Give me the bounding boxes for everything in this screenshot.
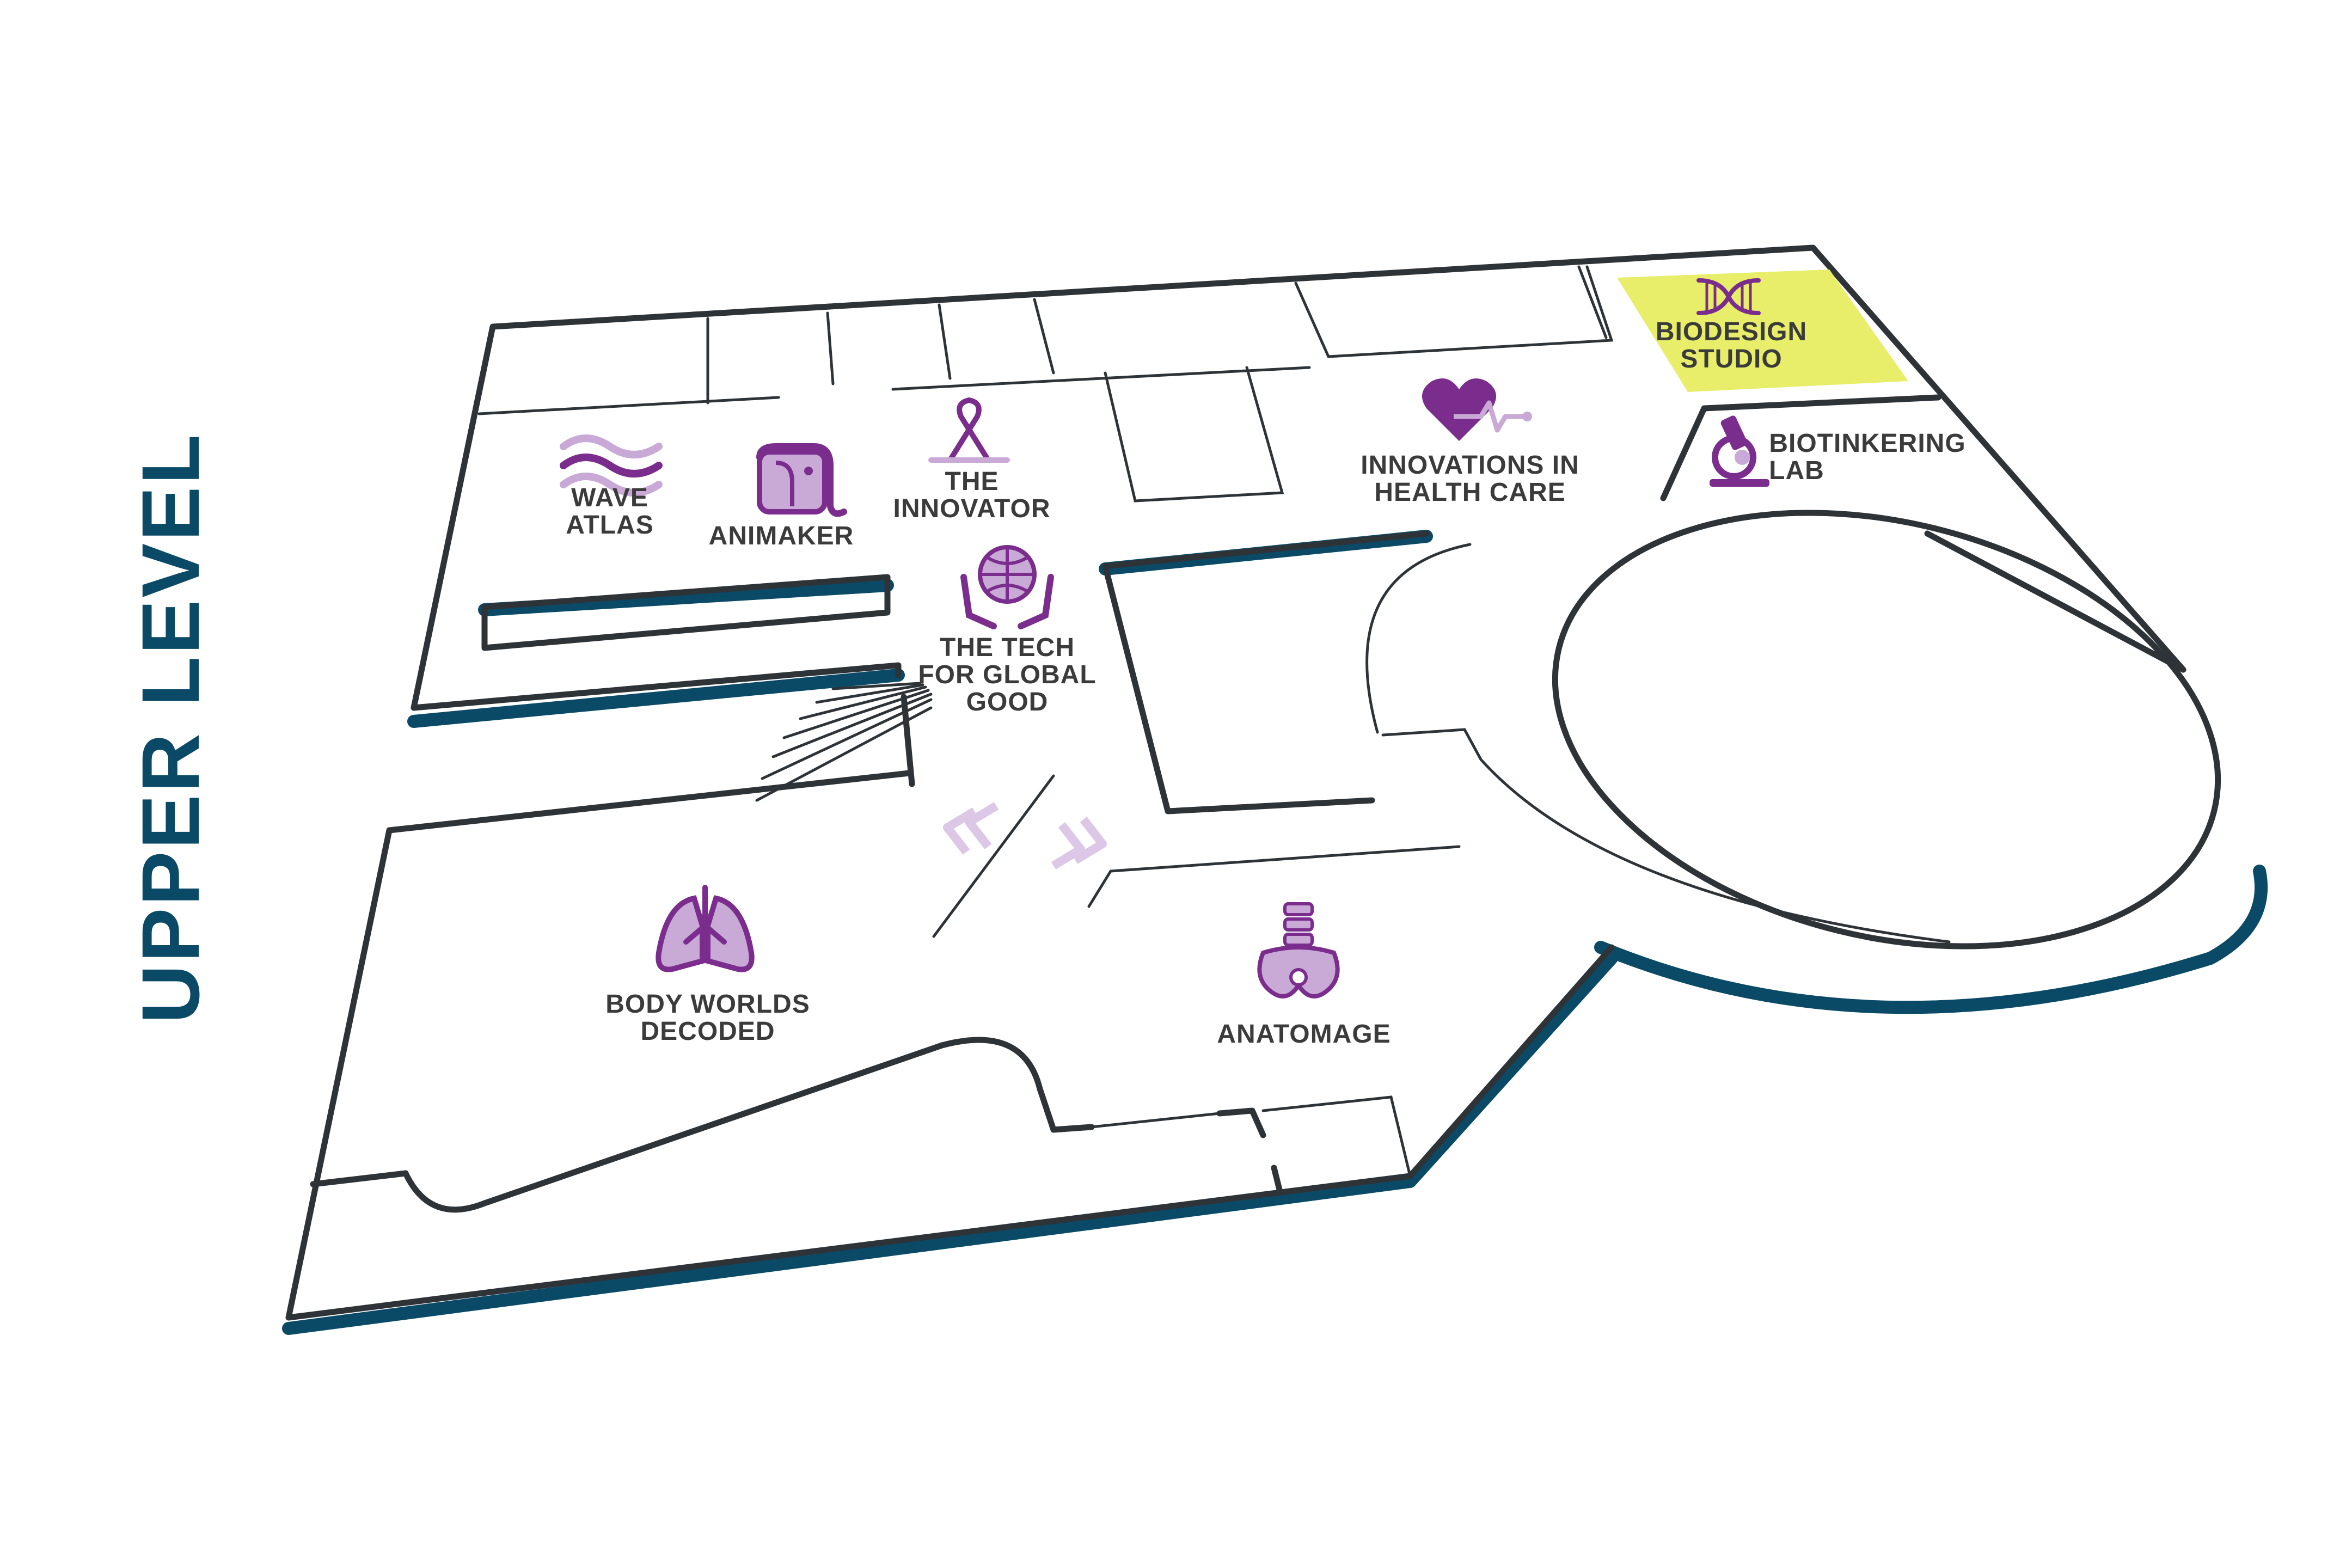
exhibit-label: INNOVATOR (893, 494, 1050, 523)
lungs-icon (656, 885, 755, 972)
exhibit-biotinkering-lab[interactable]: BIOTINKERING LAB (1769, 429, 1966, 485)
exhibit-label: GOOD (966, 688, 1049, 716)
exhibit-label: ATLAS (566, 511, 653, 540)
exhibit-tech-global-good[interactable]: THE TECH FOR GLOBAL GOOD (918, 633, 1096, 716)
atrium (1365, 510, 2221, 950)
floor-depth-edges (282, 530, 2268, 1335)
wave-icon (560, 434, 663, 497)
level-title: UPPER LEVEL (125, 432, 216, 1024)
dna-icon (1696, 278, 1761, 315)
exhibit-anatomage[interactable]: ANATOMAGE (1217, 1020, 1391, 1049)
floor-walls (285, 244, 2186, 1321)
exhibit-label: FOR GLOBAL (918, 660, 1096, 689)
hands-globe-icon (960, 545, 1054, 629)
exhibit-label: THE (945, 467, 999, 496)
exhibit-label: STUDIO (1680, 345, 1782, 373)
exhibit-label: THE TECH (940, 633, 1075, 662)
biodesign-highlight[interactable] (1617, 270, 1908, 392)
exhibit-label: BODY WORLDS (605, 990, 810, 1019)
exhibit-label: ANATOMAGE (1217, 1020, 1391, 1049)
pelvis-spine-icon (1257, 902, 1340, 999)
ribbon-icon (928, 397, 1010, 463)
heart-pulse-icon (1422, 378, 1532, 441)
exhibit-innovations-health-care[interactable]: INNOVATIONS IN HEALTH CARE (1361, 451, 1579, 507)
exhibit-the-innovator[interactable]: THE INNOVATOR (893, 467, 1050, 523)
exhibit-label: DECODED (640, 1017, 775, 1046)
direction-arrows (943, 802, 1107, 869)
exhibit-body-worlds-decoded[interactable]: BODY WORLDS DECODED (605, 990, 810, 1046)
exhibit-label: BIOTINKERING (1769, 429, 1965, 458)
exhibit-label: ANIMAKER (709, 522, 854, 550)
exhibit-wave-atlas[interactable]: WAVE ATLAS (566, 483, 653, 540)
exhibit-label: HEALTH CARE (1374, 478, 1565, 507)
exhibit-label: WAVE (571, 483, 648, 512)
exhibit-label: BIODESIGN (1656, 317, 1807, 346)
exhibit-label: INNOVATIONS IN (1361, 451, 1579, 480)
microscope-icon (1710, 415, 1769, 487)
exhibit-biodesign-studio[interactable]: BIODESIGN STUDIO (1656, 317, 1807, 373)
elephant-icon (756, 443, 847, 517)
exhibit-animaker[interactable]: ANIMAKER (709, 522, 854, 550)
exhibit-label: LAB (1769, 456, 1824, 485)
